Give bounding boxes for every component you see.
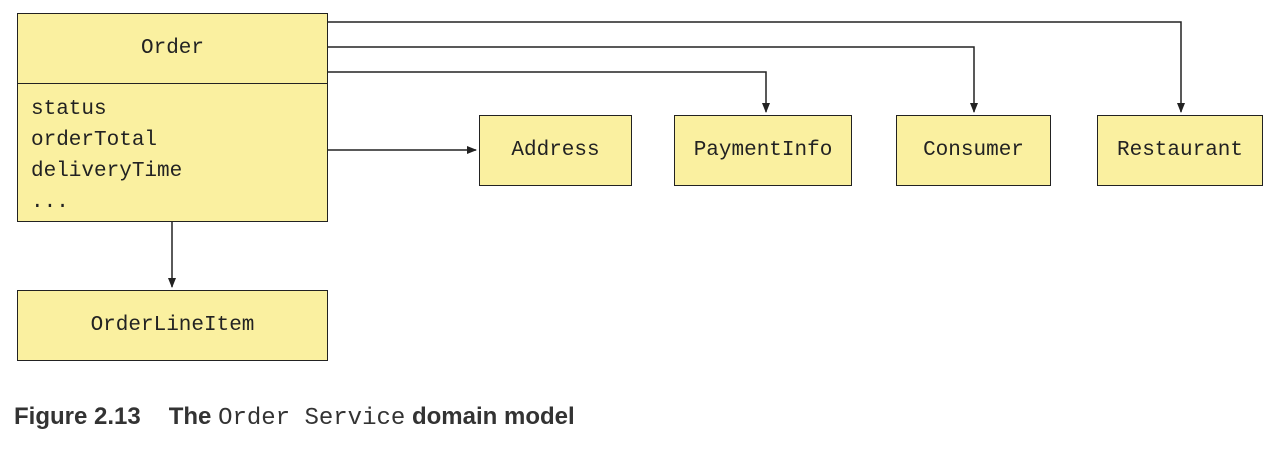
consumer-entity-box: Consumer	[896, 115, 1051, 186]
arrow-order-to-paymentinfo	[328, 71, 770, 113]
order-field-status: status	[31, 98, 107, 121]
order-entity-box: Order status orderTotal deliveryTime ...	[17, 13, 328, 222]
order-field-deliverytime: deliveryTime	[31, 160, 183, 183]
order-field-ellipsis: ...	[31, 191, 69, 214]
caption-rest: domain model	[411, 403, 575, 430]
figure-number: Figure 2.13	[14, 403, 141, 430]
address-entity-box: Address	[479, 115, 632, 186]
arrow-order-to-consumer	[328, 46, 978, 113]
arrow-order-to-restaurant	[328, 21, 1185, 113]
figure-caption: Figure 2.13 The Order Service domain mode…	[14, 403, 575, 432]
paymentinfo-entity-box: PaymentInfo	[674, 115, 852, 186]
caption-the: The	[168, 403, 212, 430]
order-entity-fields: status orderTotal deliveryTime ...	[18, 84, 327, 228]
orderlineitem-entity-box: OrderLineItem	[17, 290, 328, 361]
caption-code: Order Service	[218, 405, 406, 432]
order-field-ordertotal: orderTotal	[31, 129, 158, 152]
restaurant-entity-box: Restaurant	[1097, 115, 1263, 186]
order-entity-title: Order	[18, 14, 327, 84]
